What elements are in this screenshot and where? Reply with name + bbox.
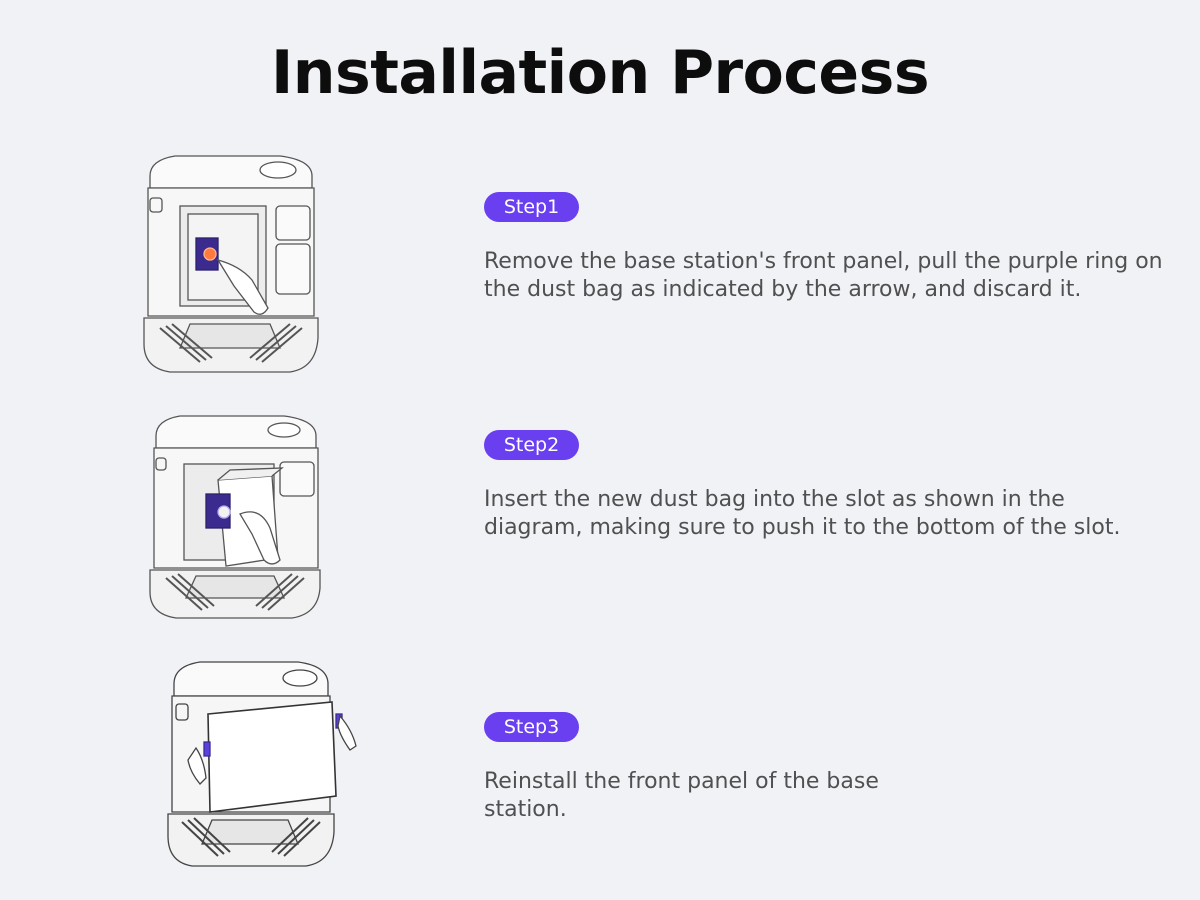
step1-badge: Step1 xyxy=(484,192,579,222)
step3-badge: Step3 xyxy=(484,712,579,742)
step2-badge: Step2 xyxy=(484,430,579,460)
step2-illustration xyxy=(140,410,330,620)
step1-illustration xyxy=(130,148,330,378)
step2-description: Insert the new dust bag into the slot as… xyxy=(484,487,1121,540)
base-station-closed-icon xyxy=(167,661,357,867)
step3-description: Reinstall the front panel of the base st… xyxy=(484,769,879,822)
page-title: Installation Process xyxy=(270,38,930,108)
step3-illustration xyxy=(160,656,370,876)
step1-description: Remove the base station's front panel, p… xyxy=(484,249,1163,302)
base-station-insert-icon xyxy=(149,415,321,619)
base-station-open-icon xyxy=(143,155,319,373)
